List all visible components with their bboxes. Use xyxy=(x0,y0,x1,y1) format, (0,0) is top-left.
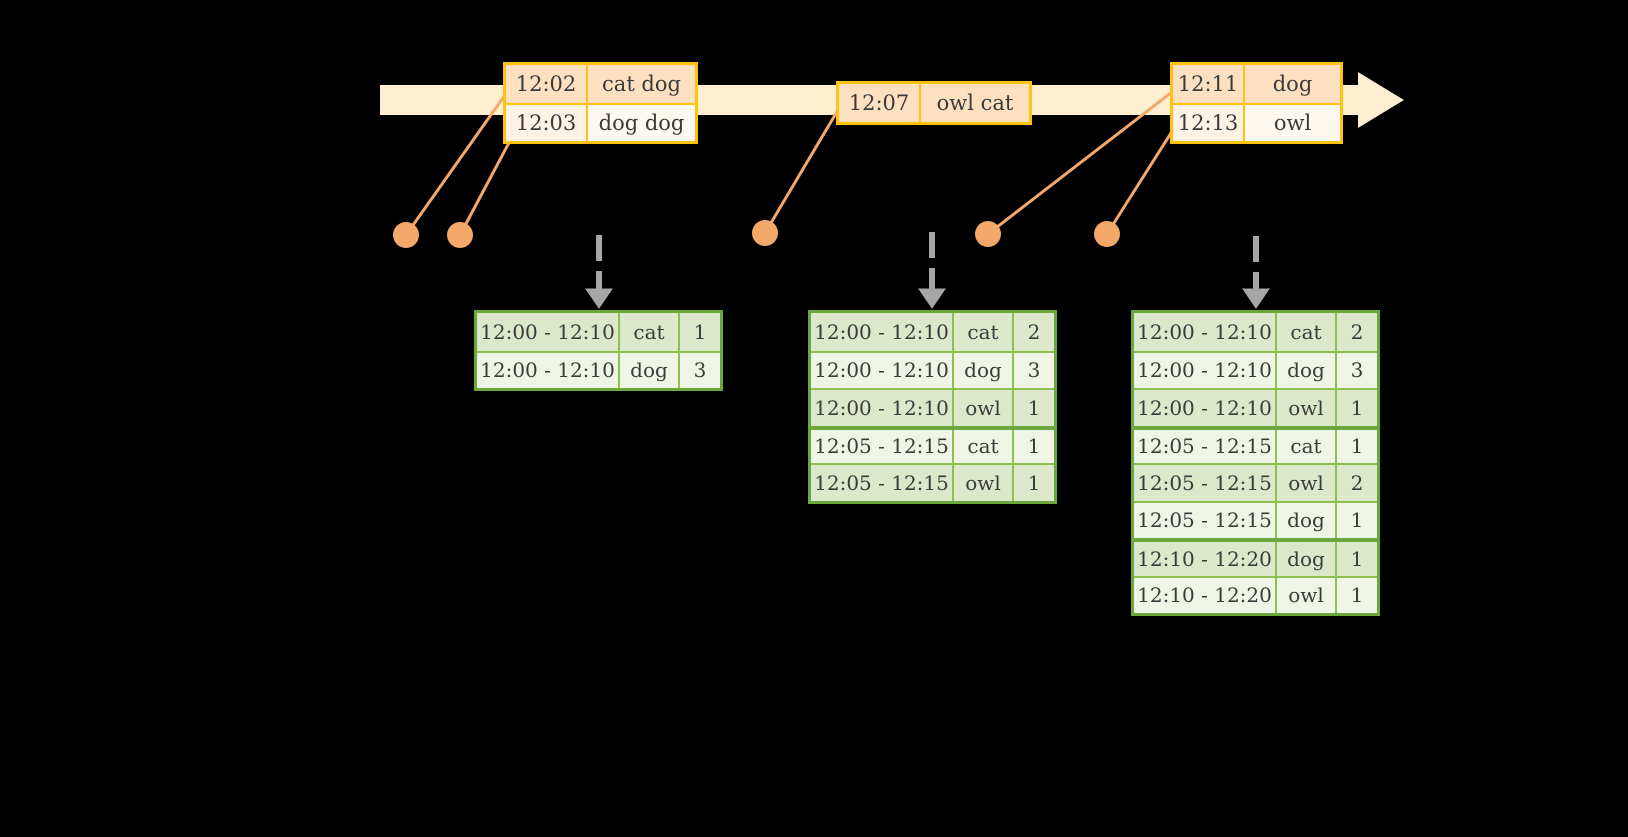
cell-window: 12:00 - 12:10 xyxy=(811,352,954,388)
cell-window: 12:05 - 12:15 xyxy=(811,429,954,463)
trigger-arrow-3-head-icon xyxy=(1242,288,1270,309)
connector-1202-dot xyxy=(393,222,419,248)
cell-window: 12:05 - 12:15 xyxy=(811,465,954,501)
timeline-arrowhead-icon xyxy=(1358,72,1404,128)
connector-1207-dot xyxy=(752,220,778,246)
cell-window: 12:00 - 12:10 xyxy=(1134,313,1277,351)
cell-word: owl xyxy=(1277,577,1337,613)
cell-count: 1 xyxy=(1014,390,1054,426)
trigger-arrow-2-head-icon xyxy=(918,288,946,309)
event-row: 12:03 dog dog xyxy=(506,103,695,141)
cell-count: 2 xyxy=(1014,313,1054,351)
cell-word: owl xyxy=(1277,465,1337,501)
cell-window: 12:00 - 12:10 xyxy=(1134,390,1277,426)
cell-count: 3 xyxy=(680,352,720,388)
cell-window: 12:10 - 12:20 xyxy=(1134,577,1277,613)
cell-count: 1 xyxy=(1337,390,1377,426)
cell-window: 12:10 - 12:20 xyxy=(1134,542,1277,576)
cell-window: 12:00 - 12:10 xyxy=(811,390,954,426)
cell-word: dog xyxy=(1277,502,1337,538)
cell-word: owl xyxy=(954,390,1014,426)
event-row: 12:11 dog xyxy=(1173,65,1340,103)
cell-window: 12:05 - 12:15 xyxy=(1134,465,1277,501)
cell-word: owl xyxy=(954,465,1014,501)
cell-word: dog xyxy=(620,352,680,388)
cell-word: dog xyxy=(1277,542,1337,576)
event-row: 12:07 owl cat xyxy=(839,84,1029,122)
cell-count: 2 xyxy=(1337,465,1377,501)
connector-1211-dot xyxy=(975,221,1001,247)
connector-1207 xyxy=(763,109,840,234)
connector-1213 xyxy=(1105,121,1180,235)
connector-1202 xyxy=(404,94,507,236)
event-row: 12:02 cat dog xyxy=(506,65,695,103)
cell-word: cat xyxy=(1277,313,1337,351)
cell-word: dog xyxy=(954,352,1014,388)
event-time: 12:11 xyxy=(1173,65,1245,103)
cell-count: 1 xyxy=(1014,465,1054,501)
cell-word: cat xyxy=(954,429,1014,463)
cell-word: cat xyxy=(954,313,1014,351)
event-words: owl cat xyxy=(921,84,1029,122)
cell-window: 12:00 - 12:10 xyxy=(477,352,620,388)
cell-count: 1 xyxy=(1337,577,1377,613)
event-time: 12:03 xyxy=(506,105,588,141)
cell-word: cat xyxy=(620,313,680,351)
connector-1213-dot xyxy=(1094,221,1120,247)
event-words: owl xyxy=(1245,105,1340,141)
cell-window: 12:00 - 12:10 xyxy=(811,313,954,351)
cell-count: 1 xyxy=(1337,502,1377,538)
event-words: dog xyxy=(1245,65,1340,103)
cell-count: 1 xyxy=(1337,542,1377,576)
cell-window: 12:00 - 12:10 xyxy=(1134,352,1277,388)
cell-count: 3 xyxy=(1337,352,1377,388)
cell-window: 12:05 - 12:15 xyxy=(1134,502,1277,538)
cell-window: 12:00 - 12:10 xyxy=(477,313,620,351)
cell-window: 12:05 - 12:15 xyxy=(1134,429,1277,463)
event-time: 12:13 xyxy=(1173,105,1245,141)
event-box-2: 12:07 owl cat xyxy=(836,81,1032,125)
cell-word: dog xyxy=(1277,352,1337,388)
event-time: 12:07 xyxy=(839,84,921,122)
event-box-1: 12:02 cat dog 12:03 dog dog xyxy=(503,62,698,144)
cell-count: 2 xyxy=(1337,313,1377,351)
cell-count: 1 xyxy=(1014,429,1054,463)
event-row: 12:13 owl xyxy=(1173,103,1340,141)
cell-word: cat xyxy=(1277,429,1337,463)
cell-count: 1 xyxy=(1337,429,1377,463)
event-time: 12:02 xyxy=(506,65,588,103)
cell-count: 3 xyxy=(1014,352,1054,388)
cell-word: owl xyxy=(1277,390,1337,426)
event-box-3: 12:11 dog 12:13 owl xyxy=(1170,62,1343,144)
event-words: dog dog xyxy=(588,105,695,141)
connector-1203-dot xyxy=(447,222,473,248)
trigger-arrow-1-head-icon xyxy=(585,288,613,309)
event-words: cat dog xyxy=(588,65,695,103)
cell-count: 1 xyxy=(680,313,720,351)
